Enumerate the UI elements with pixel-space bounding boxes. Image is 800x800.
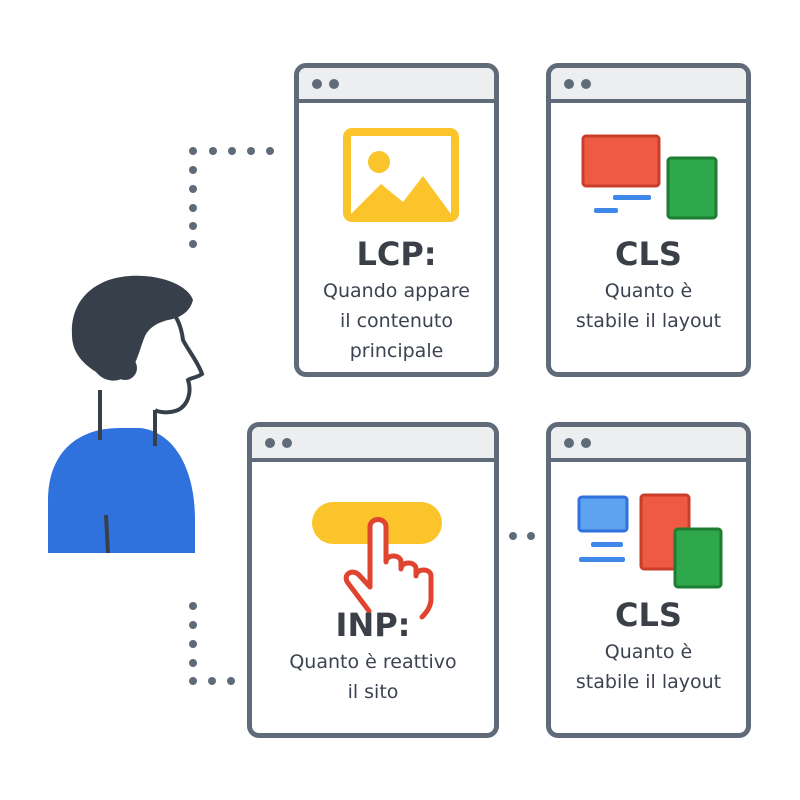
card-lcp-titlebar xyxy=(299,68,494,103)
card-inp-desc-line1: Quanto è reattivo xyxy=(289,651,457,673)
window-dot-icon xyxy=(581,79,591,89)
card-lcp-text: LCP: Quando appare il contenuto principa… xyxy=(299,236,494,366)
window-dot-icon xyxy=(564,79,574,89)
layout-shift-icon xyxy=(577,493,723,589)
card-inp-titlebar xyxy=(252,427,494,462)
window-dot-icon xyxy=(581,438,591,448)
card-cls-bottom: CLS Quanto è stabile il layout xyxy=(546,422,751,738)
card-inp-text: INP: Quanto è reattivo il sito xyxy=(252,607,494,707)
window-dot-icon xyxy=(282,438,292,448)
window-dot-icon xyxy=(564,438,574,448)
tap-button-icon xyxy=(312,502,442,620)
card-lcp-heading: LCP: xyxy=(356,235,437,273)
card-cls-bottom-titlebar xyxy=(551,427,746,462)
layout-shift-icon xyxy=(581,134,718,220)
card-inp-desc-line2: il sito xyxy=(347,681,399,703)
card-inp: INP: Quanto è reattivo il sito xyxy=(247,422,499,738)
card-cls-top-text: CLS Quanto è stabile il layout xyxy=(551,236,746,336)
card-lcp-desc-line1: Quando appare xyxy=(323,280,470,302)
card-inp-heading: INP: xyxy=(335,606,411,644)
connector-lcp xyxy=(189,147,274,248)
card-cls-top: CLS Quanto è stabile il layout xyxy=(546,63,751,377)
card-lcp: LCP: Quando appare il contenuto principa… xyxy=(294,63,499,377)
card-cls-bottom-text: CLS Quanto è stabile il layout xyxy=(551,597,746,697)
card-cls-top-titlebar xyxy=(551,68,746,103)
window-dot-icon xyxy=(329,79,339,89)
card-lcp-desc-line2: il contenuto xyxy=(339,310,453,332)
card-cls-top-desc-line2: stabile il layout xyxy=(575,310,722,332)
card-lcp-desc-line3: principale xyxy=(349,340,444,362)
card-cls-bottom-heading: CLS xyxy=(615,596,682,634)
image-placeholder-icon xyxy=(343,128,459,222)
person-icon xyxy=(48,275,205,554)
card-cls-bottom-desc-line2: stabile il layout xyxy=(575,671,722,693)
window-dot-icon xyxy=(265,438,275,448)
connector-inp-cls xyxy=(509,532,535,540)
card-cls-top-desc-line1: Quanto è xyxy=(604,280,693,302)
window-dot-icon xyxy=(312,79,322,89)
card-cls-bottom-desc-line1: Quanto è xyxy=(604,641,693,663)
connector-inp xyxy=(189,602,235,685)
card-cls-top-heading: CLS xyxy=(615,235,682,273)
